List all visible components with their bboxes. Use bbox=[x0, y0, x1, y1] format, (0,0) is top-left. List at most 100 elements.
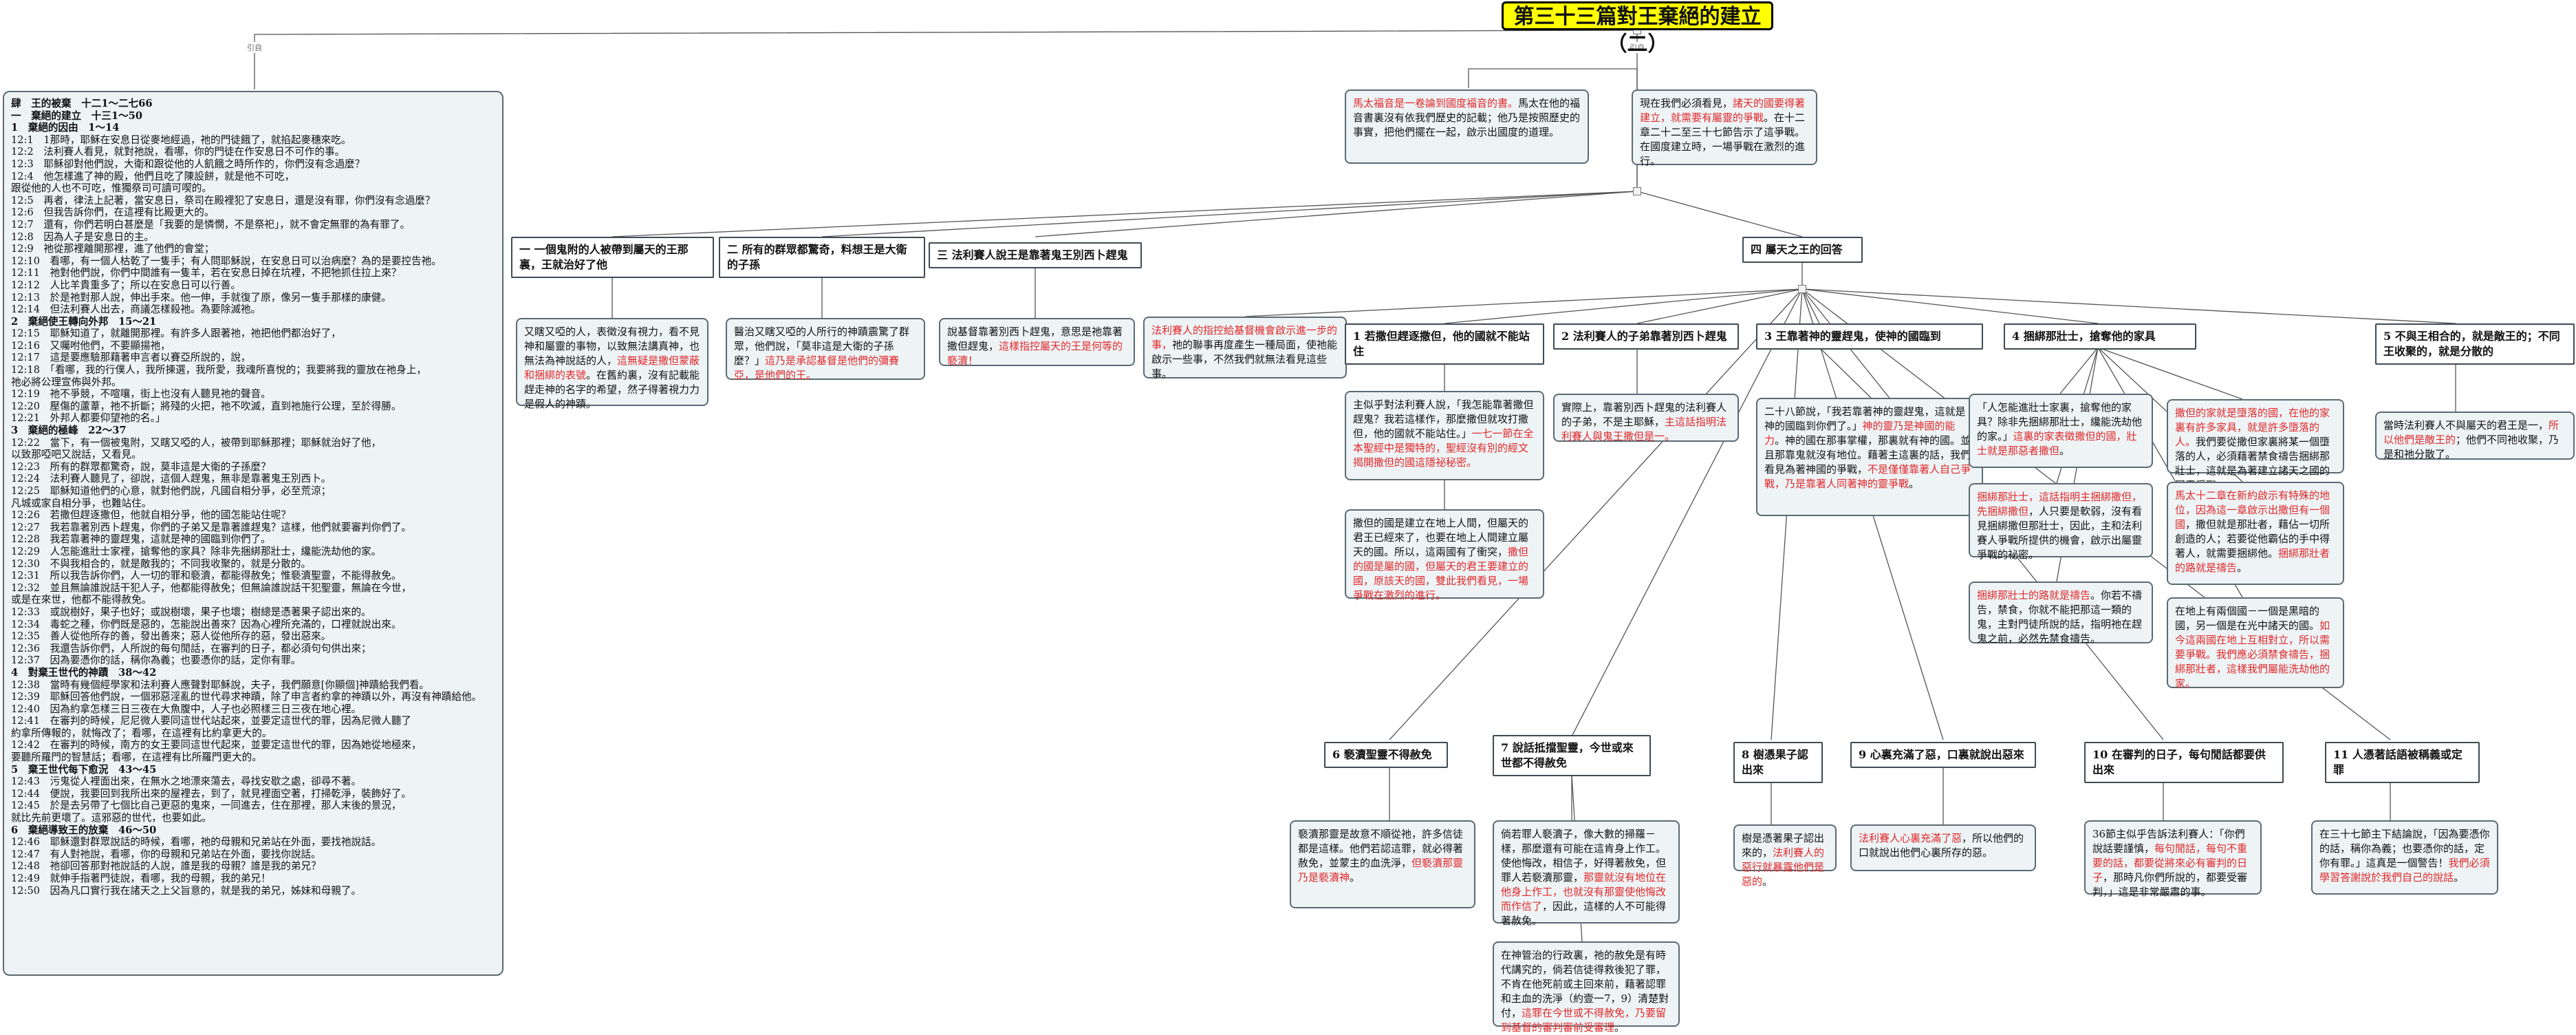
outline-heading: 一 棄絕的建立 十三1～50 bbox=[11, 109, 142, 122]
note-text: 。 bbox=[2059, 445, 2070, 457]
note-highlight: 不是僅僅靠著人自己爭戰，乃是靠著人同著神的靈爭戰 bbox=[1764, 463, 1971, 490]
note-text: ；他們不同祂收聚，乃是和祂分散了。 bbox=[2383, 434, 2559, 460]
note-3[interactable]: 說基督靠著別西卜趕鬼，意思是祂靠著撒但趕鬼，這樣指控屬天的王是何等的褻瀆！ bbox=[939, 318, 1135, 367]
note-text: ，所以他們的口就說出他們心裏所存的惡。 bbox=[1859, 832, 2024, 859]
outline-line: 12:42 在審判的時候，南方的女王要同這世代起來，並要定這世代的罪，因為她從地… bbox=[11, 739, 422, 751]
note-s1-a[interactable]: 主似乎對法利賽人說，「我怎能靠著撒但趕鬼？我若這樣作，那麼撒但就攻打撒但，他的國… bbox=[1345, 391, 1544, 480]
note-text: 在三十七節主下結論說，「因為要憑你的話，稱你為義；也要憑你的話，定你有罪。」這真… bbox=[2319, 828, 2490, 869]
outline-line: 祂必將公理宣佈與外邦。 bbox=[11, 376, 122, 388]
outline-line: 12:46 耶穌還對群眾說話的時候，看哪，祂的母親和兄弟站在外面，要找祂說話。 bbox=[11, 836, 382, 849]
note-4[interactable]: 法利賽人的指控給基督機會啟示進一步的事，祂的聯事再度產生一種局面，使祂能啟示一些… bbox=[1143, 317, 1347, 380]
outline-line: 12:45 於是去另帶了七個比自己更惡的鬼來，一同進去，住在那裡，那人末後的景況… bbox=[11, 800, 402, 812]
outline-line: 12:25 耶穌知道他們的心意，就對他們說，凡國自相分爭，必至荒涼； bbox=[11, 485, 332, 497]
edge-c1 bbox=[1819, 347, 1872, 398]
outline-line: 12:2 法利賽人看見，就對祂說，看哪，你的門徒在作安息日不可作的事。 bbox=[11, 146, 345, 158]
outline-line: 12:20 壓傷的蘆葦，祂不折斷；將殘的火把，祂不吹滅，直到祂施行公理，至於得勝… bbox=[11, 400, 402, 412]
note-text: 主似乎對法利賽人說，「我怎能靠著撒但趕鬼？我若這樣作，那麼撒但就攻打撒但，他的國… bbox=[1353, 398, 1534, 440]
outline-line: 12:5 再者，律法上記著，當安息日，祭司在殿裡犯了安息日，還是沒有罪，你們沒有… bbox=[11, 194, 435, 206]
note-text: 二十八節說，「我若靠著神的靈趕鬼，這就是神的國臨到你們了。」 bbox=[1764, 405, 1966, 432]
note-s4-e[interactable]: 捆綁那壯士的路就是禱告。你若不禱告，禁食，你就不能把那這一類的鬼，主對門徒所說的… bbox=[1969, 581, 2153, 645]
note-highlight: 撒但的國是屬的國，但屬天的君王要建立的國，原該天的國，雙此我們看見，一場爭戰在激… bbox=[1353, 546, 1529, 601]
edge-s2 bbox=[1636, 288, 1803, 324]
note-text: 。 bbox=[2454, 871, 2465, 884]
outline-line: 12:3 耶穌卻對他們說，大衛和跟從他的人飢餓之時所作的，你們沒有念過麼？ bbox=[11, 158, 365, 170]
header-2[interactable]: 二 所有的群眾都驚奇，料想王是大衛的子孫 bbox=[719, 237, 925, 278]
note-highlight: 這無疑是撒但蒙蔽和捆綁的表號 bbox=[524, 354, 700, 381]
root-title[interactable]: 第三十三篇對王棄絕的建立（二） bbox=[1502, 1, 1773, 56]
note-text: 倘若罪人褻瀆子，像大數的掃羅－樣，那麼還有可能在這肯身上作工。使他悔改，相信子，… bbox=[1501, 828, 1667, 884]
outline-line: 12:22 當下，有一個被鬼附，又瞎又啞的人，被帶到耶穌那裡；耶穌就治好了他， bbox=[11, 436, 382, 449]
note-s10-a[interactable]: 36節主似乎告訴法利賽人：「你們說話要謹慎，每句閒話，每句不重要的話，都要從將來… bbox=[2084, 820, 2262, 898]
outline-line: 12:14 但法利賽人出去，商議怎樣殺祂。為要除滅祂。 bbox=[11, 303, 261, 316]
note-s9-a[interactable]: 法利賽人心裏充滿了惡，所以他們的口就說出他們心裏所存的惡。 bbox=[1850, 824, 2036, 871]
header-4[interactable]: 四 屬天之王的回答 bbox=[1742, 237, 1863, 263]
note-text: 。在十二章二十二至三十七節告示了這爭戰。在國度建立時，一場爭戰在激烈的進行。 bbox=[1640, 111, 1806, 167]
note-s1-b[interactable]: 撒但的國是建立在地上人間，但屬天的君王已經來了，也要在地上人間建立屬天的國。所以… bbox=[1345, 509, 1544, 601]
note-1[interactable]: 又瞎又啞的人，表徵沒有視力，看不見神和屬靈的事物，以致無法講真神，也無法為神說話… bbox=[516, 318, 708, 410]
sub-header-4[interactable]: 4 捆綁那壯士，搶奪他的家具 bbox=[2004, 323, 2196, 350]
outline-line: 12:38 當時有幾個經學家和法利賽人應聲對耶穌說，夫子，我們願意[你顯個]神蹟… bbox=[11, 679, 430, 691]
note-s4-a[interactable]: 「人怎能進壯士家裏，搶奪他的家具？除非先捆綁那壯士，纔能洗劫他的家。」這裏的家表… bbox=[1969, 394, 2153, 468]
outline-line: 就比先前更壞了。這邪惡的世代，也要如此。 bbox=[11, 812, 212, 824]
note-s7-a[interactable]: 倘若罪人褻瀆子，像大數的掃羅－樣，那麼還有可能在這肯身上作工。使他悔改，相信子，… bbox=[1493, 820, 1680, 927]
sub-header-6[interactable]: 6 褻瀆聖靈不得赦免 bbox=[1324, 742, 1448, 768]
outline-line: 12:23 所有的群眾都驚奇，說，莫非這是大衛的子孫麼？ bbox=[11, 460, 271, 473]
note-highlight: 每句閒話，每句不重要的話，都要從將來必有審判的日子 bbox=[2092, 842, 2248, 884]
outline-line: 12:41 在審判的時候，尼尼微人要同這世代站起來，並要定這世代的罪，因為尼微人… bbox=[11, 715, 412, 727]
outline-heading: 6 棄絕導致王的放棄 46～50 bbox=[11, 824, 157, 836]
note-highlight: 捆綁那壯者的路就是禱告 bbox=[2175, 547, 2330, 574]
note-text: 說基督靠著別西卜趕鬼，意思是祂靠著撒但趕鬼， bbox=[947, 326, 1123, 352]
outline-line: 12:12 人比羊貴重多了；所以在安息日可以行善。 bbox=[11, 279, 241, 291]
outline-line: 12:26 若撒但趕逐撒但，他就自相分爭，他的國怎能站住呢？ bbox=[11, 509, 291, 522]
note-text: 現在我們必須看見， bbox=[1640, 97, 1733, 109]
note-s2-a[interactable]: 實際上，靠著別西卜趕鬼的法利賽人的子弟，不是主耶穌，主這話指明法利賽人與鬼王撒但… bbox=[1553, 394, 1739, 442]
note-s6-a[interactable]: 褻瀆那靈是故意不順從祂，許多信徒都是這樣。他們若認這罪，就必得著赦免，並蒙主的血… bbox=[1290, 820, 1475, 908]
outline-line: 12:17 這是要應驗那藉著申言者以賽亞所說的，說， bbox=[11, 352, 251, 364]
right-hub-icon[interactable] bbox=[1633, 187, 1641, 195]
sub-header-11[interactable]: 11 人憑著話語被稱義或定罪 bbox=[2325, 742, 2480, 783]
outline-heading: 3 棄絕的極峰 22～37 bbox=[11, 425, 127, 437]
sub-header-7[interactable]: 7 說話抵擋聖靈，今世或來世都不得赦免 bbox=[1493, 735, 1651, 776]
note-text: 褻瀆那靈是故意不順從祂，許多信徒都是這樣。他們若認這罪，就必得著赦免，並蒙主的血… bbox=[1298, 828, 1464, 869]
sub-header-9[interactable]: 9 心裏充滿了惡，口裏就說出惡來 bbox=[1850, 742, 2036, 768]
note-s4-f[interactable]: 在地上有兩個國－一個是黑暗的國，另一個是在光中諸天的國。如今這兩國在地上互相對立… bbox=[2167, 597, 2344, 690]
note-s7-b[interactable]: 在神管治的行政裏，祂的赦免是有時代講究的，倘若信徒得救後犯了罪，不肯在他死前或主… bbox=[1493, 941, 1680, 1034]
outline-line: 以致那啞吧又說話，又看見。 bbox=[11, 449, 142, 461]
note-text: 。 bbox=[1614, 1021, 1625, 1034]
outline-line: 12:28 我若靠著神的靈趕鬼，這就是神的國臨到你們了。 bbox=[11, 533, 271, 546]
sub-header-1[interactable]: 1 若撒但趕逐撒但，他的國就不能站住 bbox=[1345, 323, 1544, 365]
note-2[interactable]: 醫治又瞎又啞的人所行的神蹟震驚了群眾，他們說，「莫非這是大衛的子孫麼？」這乃是承… bbox=[726, 318, 925, 381]
note-text: 醫治又瞎又啞的人所行的神蹟震驚了群眾，他們說，「莫非這是大衛的子孫麼？」 bbox=[734, 326, 910, 367]
note-s5-a[interactable]: 當時法利賽人不與屬天的君王是一，所以他們是敵王的；他們不同祂收聚，乃是和祂分散了… bbox=[2375, 412, 2575, 460]
reply-hub-icon[interactable] bbox=[1798, 285, 1806, 293]
note-text: ，因此，這樣的人不可能得著赦免。 bbox=[1501, 900, 1667, 927]
note-s8-a[interactable]: 樹是憑著果子認出來的，法利賽人的惡行就暴露他們是惡的。 bbox=[1733, 824, 1837, 888]
connector-tag-right: 引自 bbox=[1628, 42, 1646, 53]
outline-line: 12:36 我還告訴你們，人所說的每句閒話，在審判的日子，都必須句句供出來； bbox=[11, 642, 371, 654]
intro-note-left[interactable]: 馬太福音是一卷論到國度福音的書。馬太在他的福音書裏沒有依我們歷史的記載；他乃是按… bbox=[1345, 89, 1589, 164]
outline-line: 12:50 因為凡口實行我在諸天之上父旨意的，就是我的弟兄，姊妹和母親了。 bbox=[11, 884, 362, 897]
header-1[interactable]: 一 一個鬼附的人被帶到屬天的王那裏，王就治好了他 bbox=[511, 237, 714, 278]
sub-header-10[interactable]: 10 在審判的日子，每句閒話都要供出來 bbox=[2084, 742, 2284, 783]
note-s4-d[interactable]: 馬太十二章在新約啟示有特殊的地位，因為這一章啟示出撒但有一個國，撒但就是那壯者，… bbox=[2167, 482, 2344, 585]
outline-line: 12:35 善人從他所存的善，發出善來；惡人從他所存的惡，發出惡來。 bbox=[11, 630, 332, 643]
outline-line: 12:19 祂不爭競，不喧嚷，街上也沒有人聽見祂的聲音。 bbox=[11, 388, 271, 401]
note-s3-a[interactable]: 二十八節說，「我若靠著神的靈趕鬼，這就是神的國臨到你們了。」神的靈乃是神國的能力… bbox=[1756, 398, 1983, 516]
sub-header-3[interactable]: 3 王靠著神的靈趕鬼，使神的國臨到 bbox=[1756, 323, 1983, 350]
note-s4-b[interactable]: 撒但的家就是墮落的國，在他的家裏有許多家具，就是許多墮落的人。我們要從撒但家裏將… bbox=[2167, 399, 2344, 491]
note-text: 「人怎能進壯士家裏，搶奪他的家具？除非先捆綁那壯士，纔能洗劫他的家。」 bbox=[1977, 401, 2143, 442]
note-s4-c[interactable]: 捆綁那壯士，這話指明主捆綁撒但，先捆綁撒但，人只要是軟弱，沒有看見捆綁撒但那壯士… bbox=[1969, 483, 2153, 561]
note-text: 36節主似乎告訴法利賽人：「你們說話要謹慎， bbox=[2092, 828, 2245, 855]
sub-header-2[interactable]: 2 法利賽人的子弟靠著別西卜趕鬼 bbox=[1553, 323, 1739, 350]
outline-line: 12:4 他怎樣進了神的殿，他們且吃了陳設餅，就是他不可吃， bbox=[11, 170, 295, 182]
sub-header-8[interactable]: 8 樹憑果子認出來 bbox=[1733, 742, 1823, 783]
sub-header-5[interactable]: 5 不與王相合的，就是敵王的；不同王收聚的，就是分散的 bbox=[2375, 323, 2575, 365]
note-text: 。 bbox=[1762, 875, 1773, 888]
note-highlight: 撒但的家就是墮落的國，在他的家裏有許多家具，就是許多墮落的人。 bbox=[2175, 407, 2330, 448]
intro-note-right[interactable]: 現在我們必須看見，諸天的國要得著建立，就需要有屬靈的爭戰。在十二章二十二至三十七… bbox=[1632, 89, 1817, 167]
note-s11-a[interactable]: 在三十七節主下結論說，「因為要憑你的話，稱你為義；也要憑你的話，定你有罪。」這真… bbox=[2311, 820, 2498, 895]
note-text: 當時法利賽人不與屬天的君王是一， bbox=[2383, 419, 2549, 431]
outline-heading: 2 棄絕使王轉向外邦 15～21 bbox=[11, 315, 157, 328]
header-3[interactable]: 三 法利賽人說王是靠著鬼王別西卜趕鬼 bbox=[929, 242, 1142, 268]
